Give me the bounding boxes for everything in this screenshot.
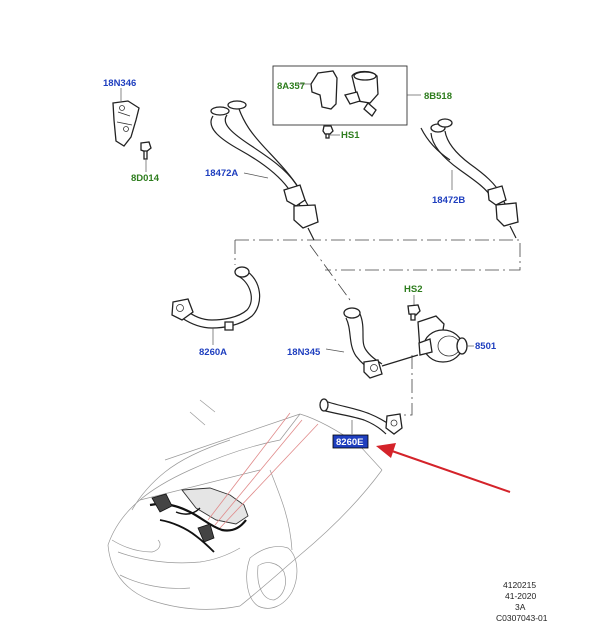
sight-lines: [207, 412, 319, 529]
footer-line-3: 3A: [515, 602, 526, 612]
screw-hs1[interactable]: [322, 125, 340, 139]
label-18472b[interactable]: 18472B: [432, 195, 465, 206]
screw-hs2[interactable]: [407, 295, 421, 321]
bolt-8d014[interactable]: [140, 141, 152, 172]
valve-group-box[interactable]: [272, 65, 421, 126]
label-8a357[interactable]: 8A357: [277, 81, 305, 92]
hose-18472a[interactable]: [210, 100, 319, 241]
connection-lines: [234, 239, 521, 416]
label-8260e-highlight[interactable]: 8260E: [332, 434, 369, 449]
hose-8260e[interactable]: [319, 398, 403, 435]
label-hs1[interactable]: HS1: [341, 130, 360, 141]
label-8d014[interactable]: 8D014: [131, 173, 160, 184]
hose-18472b[interactable]: [420, 118, 519, 239]
bracket-18n346[interactable]: [112, 88, 140, 147]
pump-8501[interactable]: [417, 315, 474, 363]
label-18n345[interactable]: 18N345: [287, 347, 321, 358]
hose-8260a[interactable]: [171, 266, 261, 345]
footer-line-4: C0307043-01: [496, 613, 548, 621]
footer-line-2: 41-2020: [505, 591, 536, 601]
footer-line-1: 4120215: [503, 580, 536, 590]
label-8260a[interactable]: 8260A: [199, 347, 227, 358]
label-8b518[interactable]: 8B518: [424, 91, 452, 102]
hose-18n345[interactable]: [325, 307, 419, 379]
label-8501[interactable]: 8501: [475, 341, 497, 352]
label-hs2[interactable]: HS2: [404, 284, 422, 295]
vehicle-outline: [107, 399, 383, 610]
label-18n346[interactable]: 18N346: [103, 78, 136, 89]
pointer-arrow: [376, 443, 511, 493]
engine-bay-assembly: [149, 487, 249, 553]
label-18472a[interactable]: 18472A: [205, 168, 238, 179]
label-8260e[interactable]: 8260E: [336, 437, 363, 448]
